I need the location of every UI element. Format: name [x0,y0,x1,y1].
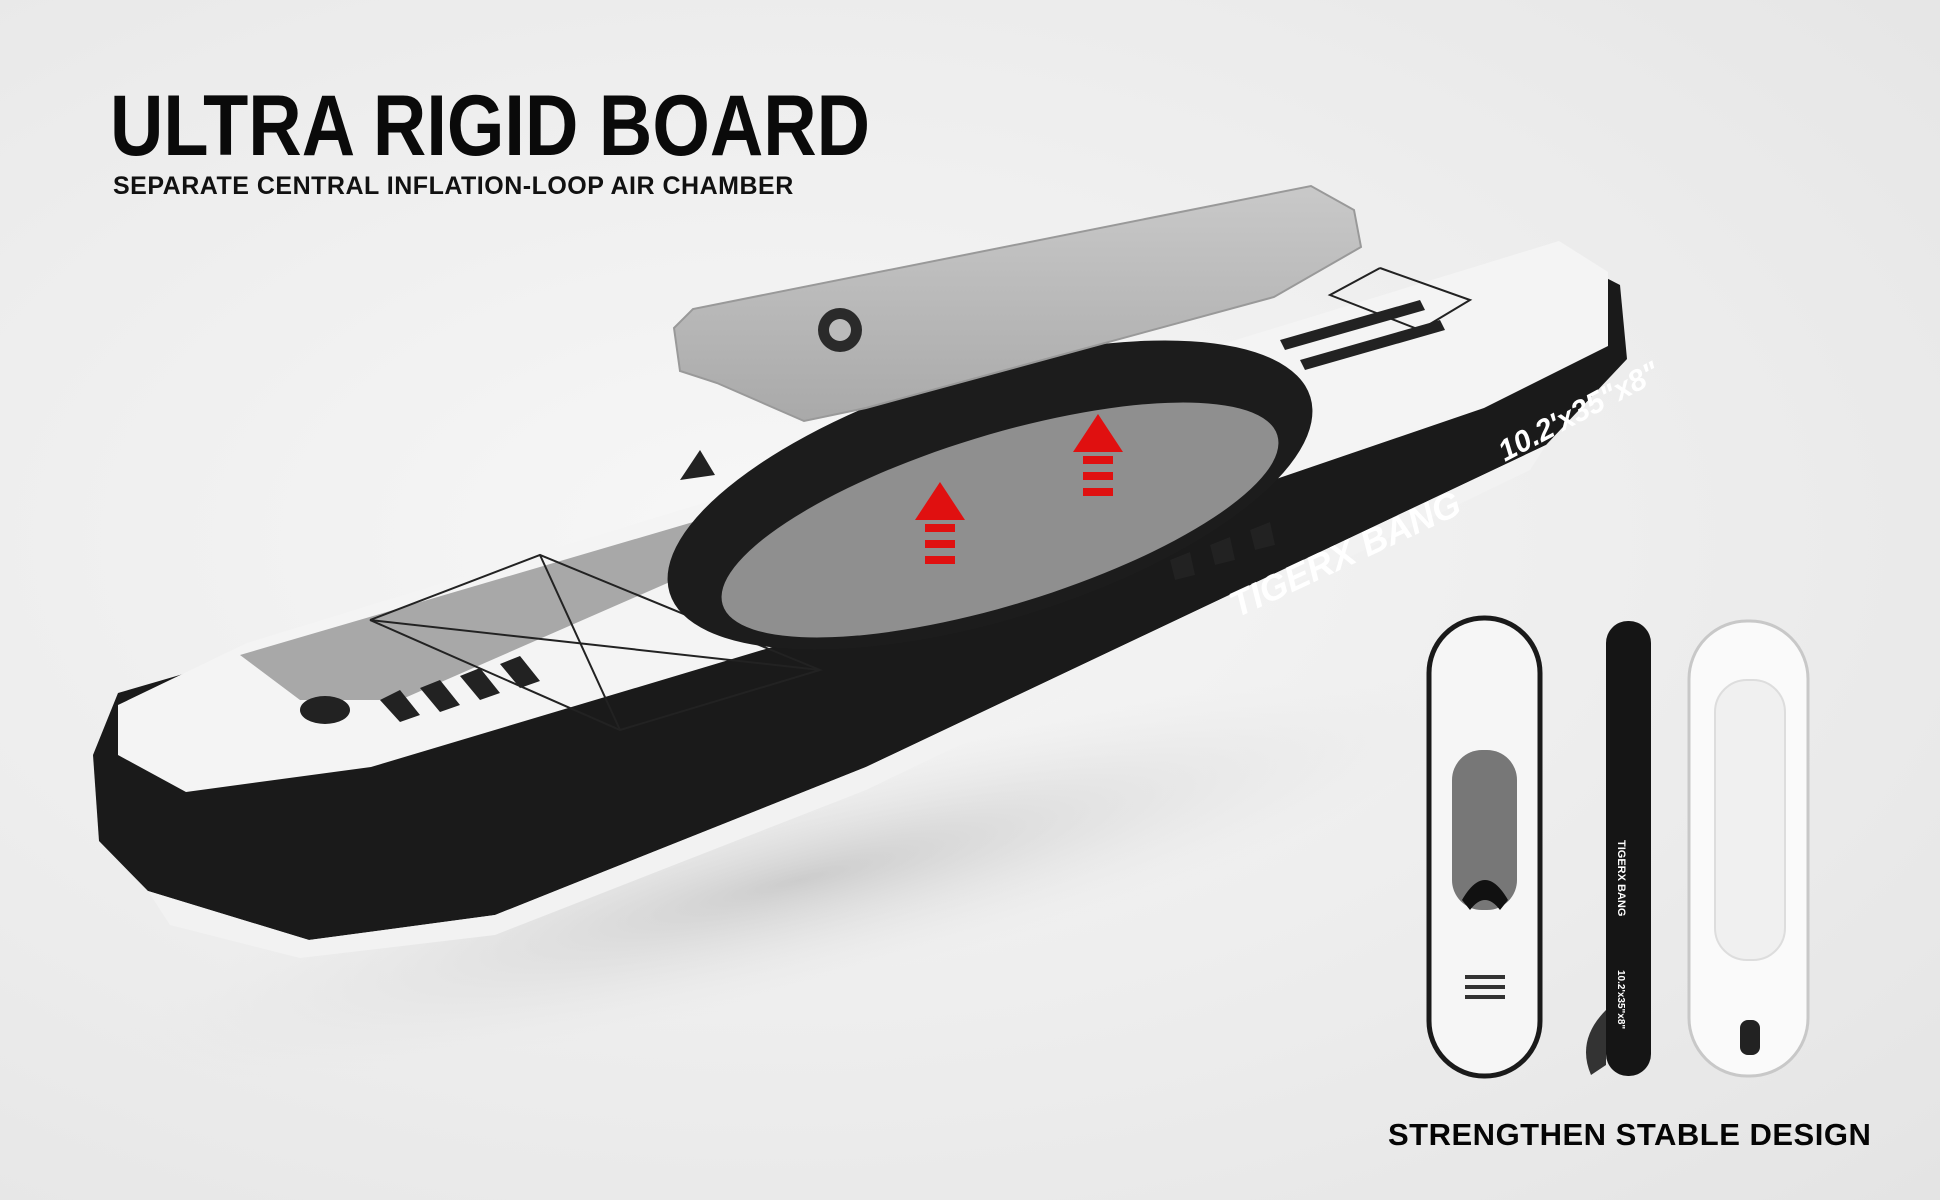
removable-pad [672,184,1363,423]
inflation-arrow-icon [915,482,965,564]
top-view-thumbnail [1426,615,1543,1079]
inflation-arrow-icon [1073,414,1123,496]
headline: ULTRA RIGID BOARD [110,78,871,174]
side-dimensions: 10.2'x35"x8" [1615,970,1626,1029]
side-brand-logo: TIGERX BANG [1615,840,1627,916]
side-view-thumbnail: TIGERX BANG 10.2'x35"x8" [1586,621,1651,1076]
deck-stripes [380,300,1445,722]
bottom-caption: STRENGTHEN STABLE DESIGN [1388,1117,1872,1152]
bottom-view-thumbnail [1687,619,1810,1078]
board-shadow [120,679,1480,1081]
subheadline: SEPARATE CENTRAL INFLATION-LOOP AIR CHAM… [113,172,794,200]
deck-grey-stripe [240,520,720,700]
fin [1586,1010,1606,1075]
fin-box [680,450,715,480]
valve-icon [300,696,350,724]
main-board: TIGERX BANG 10.2'x35"x8" [93,241,1666,958]
cavity-floor [721,402,1279,638]
